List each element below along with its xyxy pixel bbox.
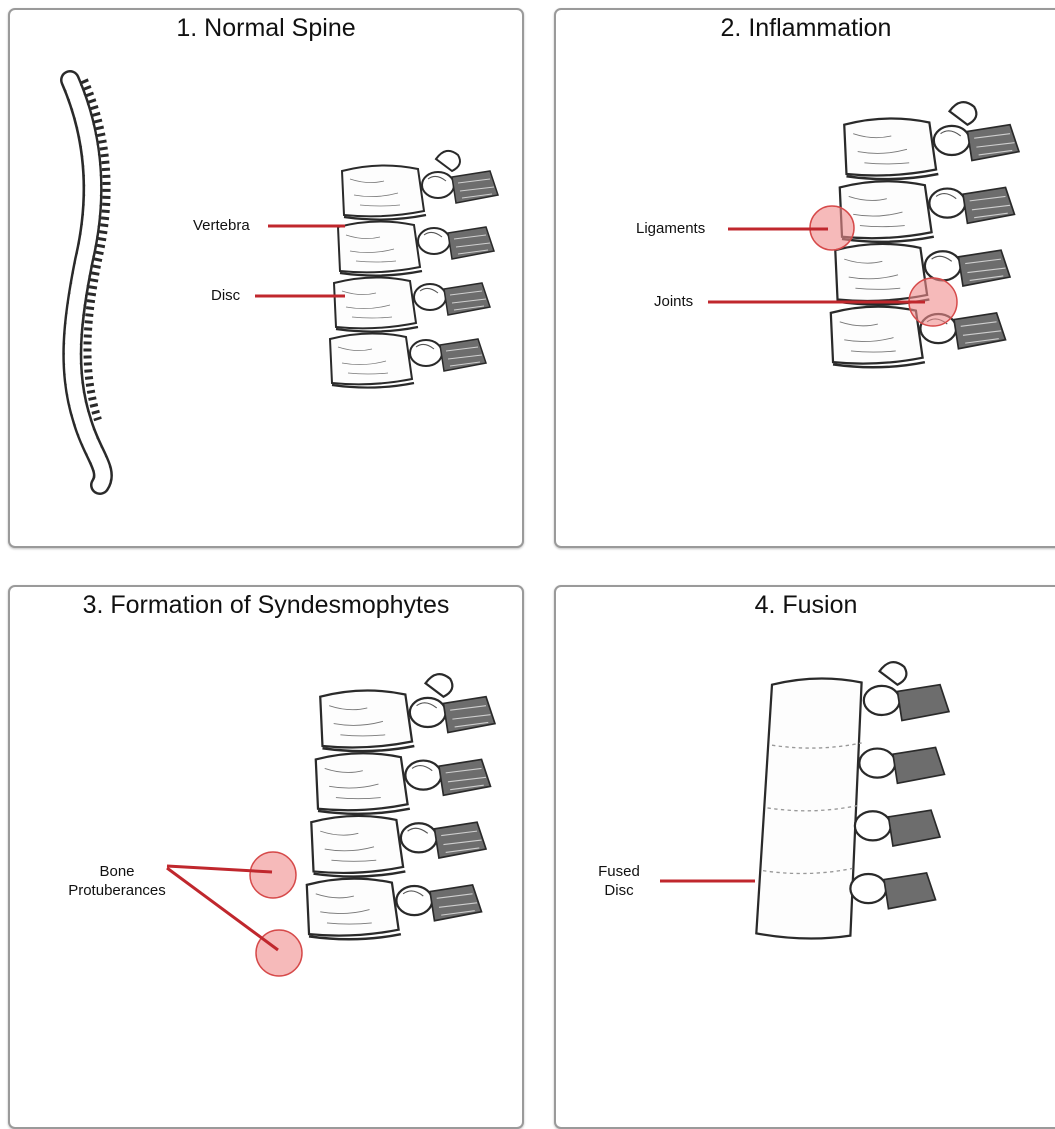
fused-disc-label-line2: Disc xyxy=(592,881,646,900)
lumbar-vertebrae-normal xyxy=(330,151,498,388)
lumbar-vertebrae-fused xyxy=(756,662,949,938)
protuberance-highlight-lower xyxy=(256,930,302,976)
lumbar-vertebrae-syndesmophytes xyxy=(307,674,495,939)
bone-protuberances-label-line2: Protuberances xyxy=(52,881,182,900)
fused-disc-label: Fused Disc xyxy=(592,862,646,900)
lumbar-vertebrae-inflamed xyxy=(831,102,1019,367)
disc-label: Disc xyxy=(211,286,240,305)
fused-disc-label-line1: Fused xyxy=(592,862,646,881)
full-spine-drawing xyxy=(70,80,107,485)
bone-protuberances-label: Bone Protuberances xyxy=(52,862,182,900)
joints-label: Joints xyxy=(654,292,693,311)
protuberance-highlight-upper xyxy=(250,852,296,898)
vertebra-label: Vertebra xyxy=(193,216,250,235)
bone-protuberances-label-line1: Bone xyxy=(52,862,182,881)
ligaments-label: Ligaments xyxy=(636,219,705,238)
